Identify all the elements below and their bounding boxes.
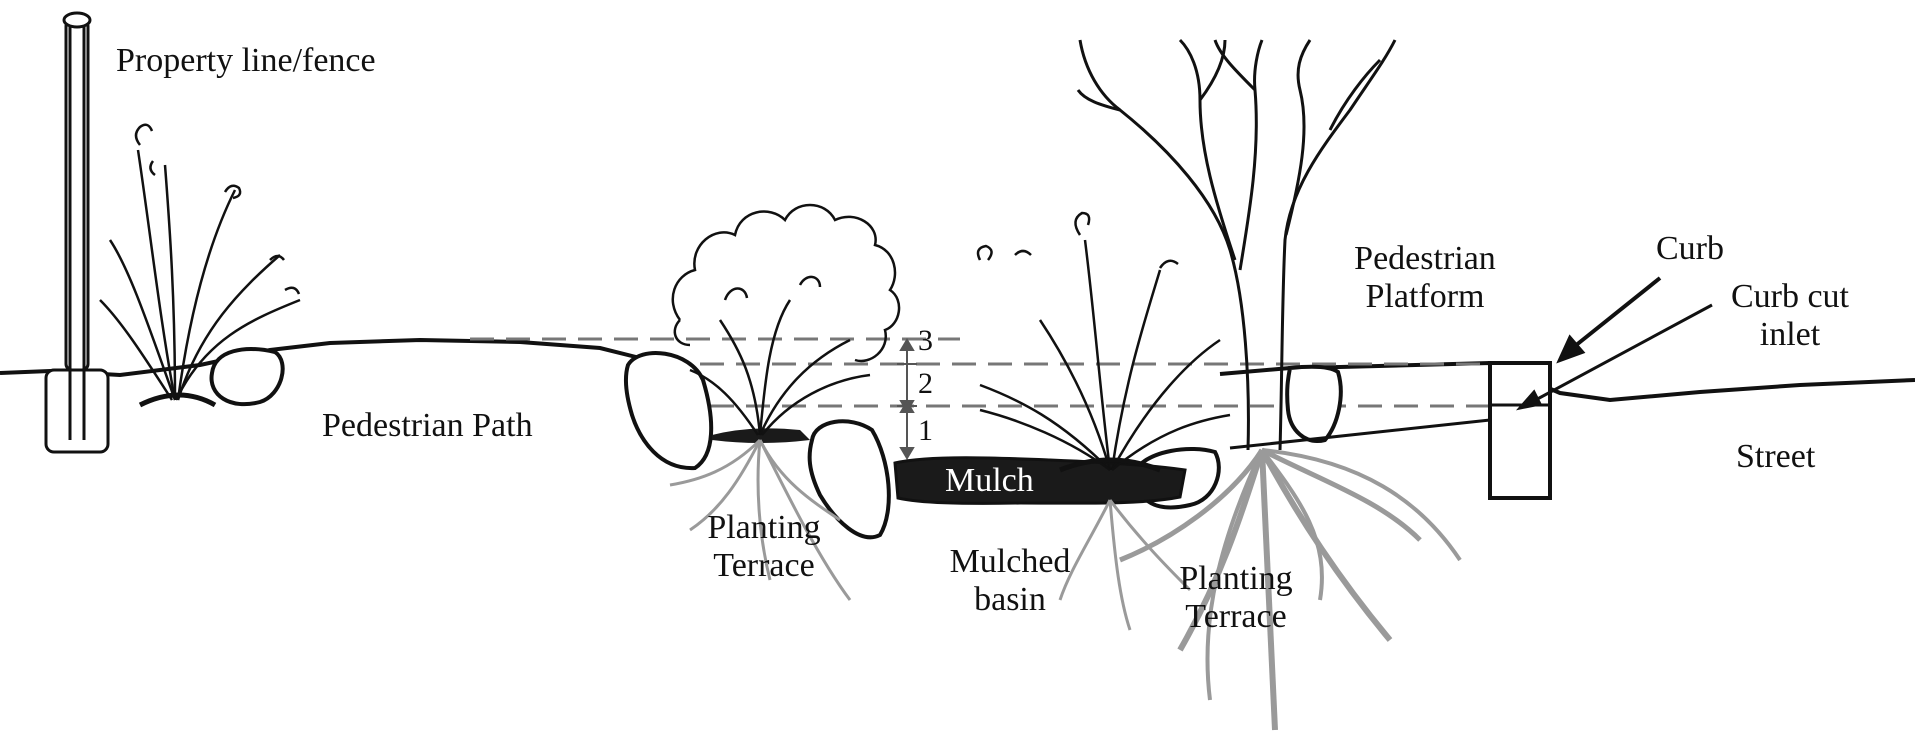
curb-label: Curb: [1656, 230, 1724, 268]
street-label: Street: [1736, 438, 1815, 476]
pedestrian-platform-label: Pedestrian Platform: [1330, 240, 1520, 316]
curb-cut-inlet-line2: inlet: [1715, 316, 1865, 354]
grass-tuft-middle: [978, 213, 1230, 470]
mulched-basin-label: Mulched basin: [930, 543, 1090, 619]
mulched-basin-line2: basin: [930, 581, 1090, 619]
fence-post: [46, 13, 108, 452]
curb-cut-inlet-line1: Curb cut: [1715, 278, 1865, 316]
depth-marker: [897, 340, 917, 458]
planting-terrace-left-label: Planting Terrace: [690, 509, 838, 585]
pedestrian-path-label: Pedestrian Path: [322, 407, 533, 445]
curb-arrow: [1560, 278, 1660, 360]
pedestrian-platform-line2: Platform: [1330, 278, 1520, 316]
mulched-basin-line1: Mulched: [930, 543, 1090, 581]
pedestrian-platform-line1: Pedestrian: [1330, 240, 1520, 278]
planting-terrace-right-line1: Planting: [1162, 560, 1310, 598]
depth-level-1: 1: [918, 415, 933, 447]
rock-left: [212, 349, 283, 404]
rock-terrace-left: [626, 353, 711, 468]
planting-terrace-right-label: Planting Terrace: [1162, 560, 1310, 636]
depth-level-3: 3: [918, 325, 933, 357]
property-line-label: Property line/fence: [116, 42, 376, 80]
curb-cut-inlet-label: Curb cut inlet: [1715, 278, 1865, 354]
rock-platform: [1287, 367, 1341, 441]
depth-level-2: 2: [918, 368, 933, 400]
curb: [1490, 363, 1550, 498]
under-platform-line: [1230, 420, 1490, 448]
planting-terrace-right-line2: Terrace: [1162, 598, 1310, 636]
planting-terrace-left-line1: Planting: [690, 509, 838, 547]
planting-terrace-left-line2: Terrace: [690, 547, 838, 585]
mulch-label: Mulch: [945, 462, 1034, 500]
